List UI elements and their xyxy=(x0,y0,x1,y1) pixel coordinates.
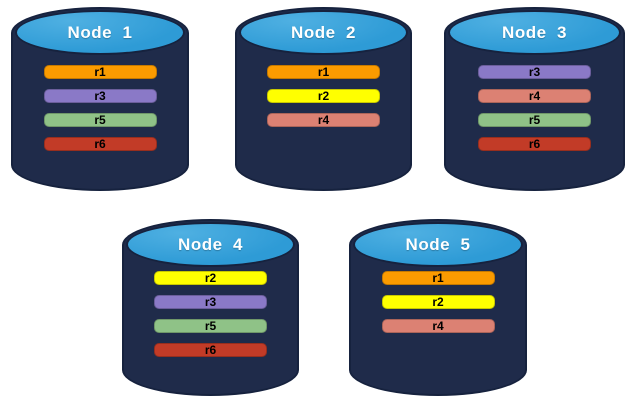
cylinder-top-ellipse: Node 5 xyxy=(353,222,523,267)
replica-bar-r5: r5 xyxy=(478,113,591,127)
replica-label: r6 xyxy=(528,137,541,151)
replica-label: r4 xyxy=(317,113,330,127)
replica-bar-r4: r4 xyxy=(267,113,380,127)
node-2-cylinder: Node 2 r1 r2 r4 xyxy=(235,7,412,191)
replica-label: r1 xyxy=(317,65,330,79)
replica-bar-r5: r5 xyxy=(43,113,157,127)
replica-label: r4 xyxy=(432,319,444,333)
replica-label: r3 xyxy=(528,65,541,79)
replica-label: r1 xyxy=(94,65,106,79)
replica-label: r2 xyxy=(432,295,444,309)
replica-bar-r4: r4 xyxy=(381,319,495,333)
cylinder-top-ellipse: Node 3 xyxy=(448,10,621,55)
replica-bar-r1: r1 xyxy=(381,271,495,285)
replica-bar-r3: r3 xyxy=(43,89,157,103)
replica-list: r3 r4 r5 r6 xyxy=(444,65,625,151)
replica-bar-r3: r3 xyxy=(154,295,267,309)
node-3-cylinder: Node 3 r3 r4 r5 r6 xyxy=(444,7,625,191)
cylinder-top-ellipse: Node 1 xyxy=(15,10,185,55)
replica-bar-r6: r6 xyxy=(43,137,157,151)
replica-label: r3 xyxy=(204,295,217,309)
replica-list: r1 r3 r5 r6 xyxy=(11,65,189,151)
replica-label: r6 xyxy=(204,343,217,357)
node-4-cylinder: Node 4 r2 r3 r5 r6 xyxy=(122,219,299,396)
cylinder-top-ellipse: Node 4 xyxy=(126,222,295,267)
replica-label: r3 xyxy=(94,89,106,103)
node-5-cylinder: Node 5 r1 r2 r4 xyxy=(349,219,527,396)
replica-bar-r1: r1 xyxy=(43,65,157,79)
replica-label: r6 xyxy=(94,137,106,151)
replica-bar-r5: r5 xyxy=(154,319,267,333)
replica-label: r2 xyxy=(204,271,217,285)
node-title: Node 2 xyxy=(291,22,356,42)
replica-label: r4 xyxy=(528,89,541,103)
replica-bar-r2: r2 xyxy=(381,295,495,309)
replica-bar-r6: r6 xyxy=(154,343,267,357)
replica-bar-r1: r1 xyxy=(267,65,380,79)
replica-label: r5 xyxy=(204,319,217,333)
cylinder-top-ellipse: Node 2 xyxy=(239,10,408,55)
node-1-cylinder: Node 1 r1 r3 r5 r6 xyxy=(11,7,189,191)
replica-list: r1 r2 r4 xyxy=(235,65,412,127)
node-title: Node 4 xyxy=(178,234,243,254)
replica-label: r1 xyxy=(432,271,444,285)
replica-list: r2 r3 r5 r6 xyxy=(122,271,299,357)
replica-label: r5 xyxy=(94,113,106,127)
replica-bar-r3: r3 xyxy=(478,65,591,79)
replica-label: r2 xyxy=(317,89,330,103)
replica-bar-r6: r6 xyxy=(478,137,591,151)
replica-bar-r2: r2 xyxy=(154,271,267,285)
replica-bar-r4: r4 xyxy=(478,89,591,103)
replica-bar-r2: r2 xyxy=(267,89,380,103)
replica-list: r1 r2 r4 xyxy=(349,271,527,333)
replica-label: r5 xyxy=(528,113,541,127)
node-title: Node 1 xyxy=(67,22,133,42)
node-title: Node 5 xyxy=(405,234,471,254)
node-title: Node 3 xyxy=(502,22,567,42)
